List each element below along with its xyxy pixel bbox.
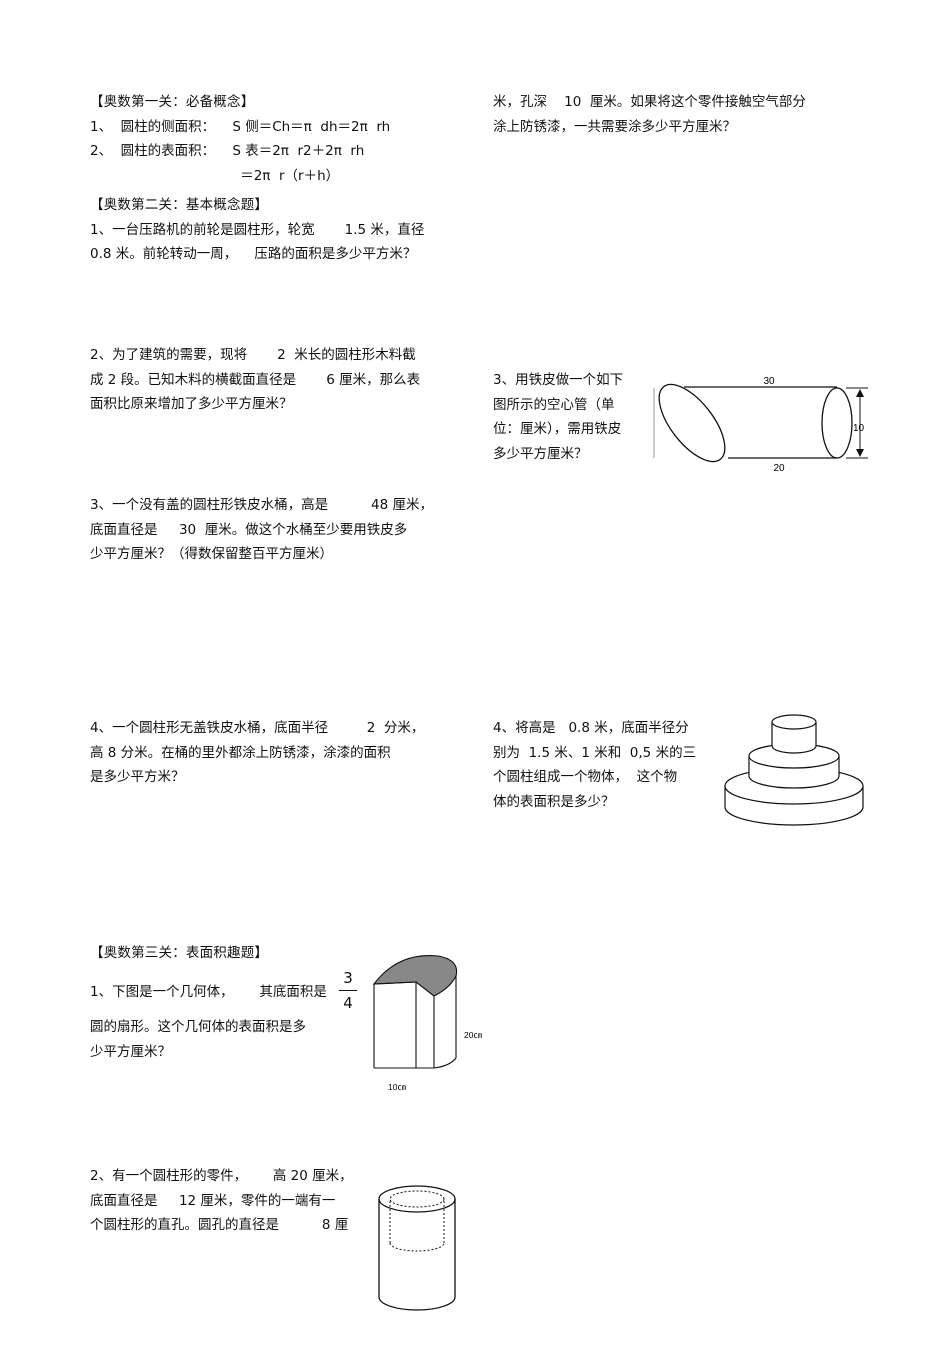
r-q4-line-4: 体的表面积是多少？ <box>493 793 615 810</box>
fraction-denominator: 4 <box>343 994 353 1012</box>
r-q4-line-2: 别为 1.5 米、1 米和 0,5 米的三 <box>493 744 697 761</box>
s3-q2-line-3: 个圆柱形的直孔。圆孔的直径是 8 厘 <box>90 1217 349 1233</box>
hollow-tube-figure: 30 20 10 <box>653 376 868 474</box>
s2-q4: 4、一个圆柱形无盖铁皮水桶，底面半径 2 分米， 高 8 分米。在桶的里外都涂上… <box>90 716 424 790</box>
section1-heading: 【奥数第一关：必备概念】 <box>90 94 255 110</box>
s2-q1-line-2: 0.8 米。前轮转动一周， 压路的面积是多少平方米？ <box>90 246 417 262</box>
right-q4: 4、将高是 0.8 米，底面半径分 别为 1.5 米、1 米和 0,5 米的三 … <box>493 716 696 814</box>
r-q3-line-2: 图所示的空心管（单 <box>493 396 615 413</box>
r-q3-line-3: 位：厘米），需用铁皮 <box>493 421 622 437</box>
section2-heading: 【奥数第二关：基本概念题】 <box>90 197 269 213</box>
s2-q4-line-1: 4、一个圆柱形无盖铁皮水桶，底面半径 2 分米， <box>90 720 425 736</box>
section3-heading: 【奥数第三关：表面积趣题】 <box>90 945 269 961</box>
s2-q2-line-2: 成 2 段。已知木料的横截面直径是 6 厘米，那么表 <box>90 371 421 388</box>
formula-line-1: 1、 圆柱的侧面积： S 侧＝Ch＝π dh＝2π rh <box>90 118 391 135</box>
s3-q2-line-2: 底面直径是 12 厘米，零件的一端有一 <box>90 1192 336 1209</box>
s2-q1-line-1: 1、一台压路机的前轮是圆柱形，轮宽 1.5 米，直径 <box>90 221 425 238</box>
section3: 【奥数第三关：表面积趣题】 <box>90 941 268 966</box>
s3-q2: 2、有一个圆柱形的零件， 高 20 厘米， 底面直径是 12 厘米，零件的一端有… <box>90 1164 353 1238</box>
r-q3-line-1: 3、用铁皮做一个如下 <box>493 372 624 388</box>
s3-q1-text-1: 1、下图是一个几何体， 其底面积是 <box>90 984 327 1000</box>
s2-q4-line-3: 是多少平方米？ <box>90 769 185 785</box>
sector-width-label: 10㎝ <box>388 1082 406 1092</box>
cylinder-with-hole-figure <box>378 1185 456 1311</box>
tube-bottom-label: 20 <box>773 463 785 474</box>
section2: 【奥数第二关：基本概念题】 1、一台压路机的前轮是圆柱形，轮宽 1.5 米，直径… <box>90 193 424 267</box>
sector-height-label: 20㎝ <box>464 1030 482 1040</box>
s2-q2-line-1: 2、为了建筑的需要，现将 2 米长的圆柱形木料截 <box>90 347 416 363</box>
continued-line-2: 涂上防锈漆，一共需要涂多少平方厘米？ <box>493 118 736 135</box>
s2-q2: 2、为了建筑的需要，现将 2 米长的圆柱形木料截 成 2 段。已知木料的横截面直… <box>90 343 420 417</box>
r-q4-line-3: 个圆柱组成一个物体， 这个物 <box>493 769 678 785</box>
s3-q1-line-1: 1、下图是一个几何体， 其底面积是 <box>90 980 327 1005</box>
s2-q4-line-2: 高 8 分米。在桶的里外都涂上防锈漆，涂漆的面积 <box>90 744 391 761</box>
continued-line-1: 米，孔深 10 厘米。如果将这个零件接触空气部分 <box>493 94 806 110</box>
stacked-cylinders-figure <box>724 714 864 826</box>
s2-q3-line-2: 底面直径是 30 厘米。做这个水桶至少要用铁皮多 <box>90 521 408 538</box>
s3-q1-rest: 圆的扇形。这个几何体的表面积是多 少平方厘米？ <box>90 1015 306 1064</box>
fraction-three-quarters: 3 4 <box>339 968 357 1013</box>
formula-line-3: ＝2π r（r＋h） <box>90 167 340 184</box>
right-continued: 米，孔深 10 厘米。如果将这个零件接触空气部分 涂上防锈漆，一共需要涂多少平方… <box>493 90 806 139</box>
s2-q3-line-3: 少平方厘米？（得数保留整百平方厘米） <box>90 546 333 562</box>
tube-top-label: 30 <box>763 376 775 387</box>
s2-q3-line-1: 3、一个没有盖的圆柱形铁皮水桶，高是 48 厘米， <box>90 497 433 513</box>
fraction-bar <box>339 990 357 991</box>
sector-solid-figure: 20㎝ 10㎝ <box>372 955 482 1092</box>
s3-q2-line-1: 2、有一个圆柱形的零件， 高 20 厘米， <box>90 1168 353 1184</box>
s3-q1-text-3: 少平方厘米？ <box>90 1043 171 1060</box>
formula-line-2: 2、 圆柱的表面积： S 表＝2π r2＋2π rh <box>90 143 365 159</box>
right-q3: 3、用铁皮做一个如下 图所示的空心管（单 位：厘米），需用铁皮 多少平方厘米？ <box>493 368 623 466</box>
s2-q2-line-3: 面积比原来增加了多少平方厘米？ <box>90 396 293 412</box>
r-q3-line-4: 多少平方厘米？ <box>493 445 588 462</box>
section1: 【奥数第一关：必备概念】 1、 圆柱的侧面积： S 侧＝Ch＝π dh＝2π r… <box>90 90 390 188</box>
s3-q1-text-2: 圆的扇形。这个几何体的表面积是多 <box>90 1019 306 1035</box>
s2-q3: 3、一个没有盖的圆柱形铁皮水桶，高是 48 厘米， 底面直径是 30 厘米。做这… <box>90 493 433 567</box>
r-q4-line-1: 4、将高是 0.8 米，底面半径分 <box>493 720 689 736</box>
fraction-numerator: 3 <box>343 969 353 987</box>
tube-height-label: 10 <box>853 423 865 434</box>
